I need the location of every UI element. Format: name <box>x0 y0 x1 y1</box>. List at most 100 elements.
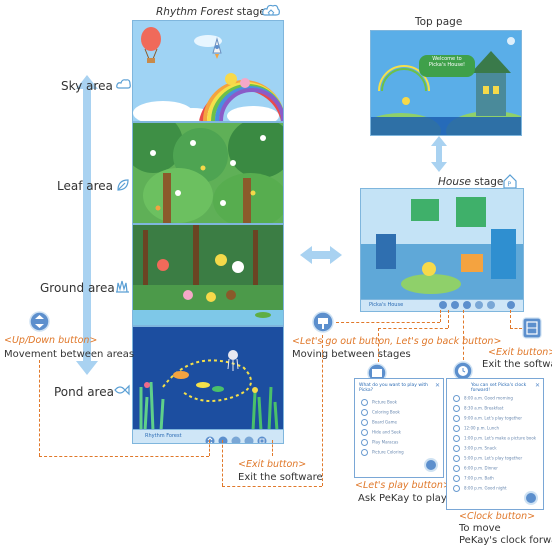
leaf-area-label: Leaf area <box>57 179 114 193</box>
clock-button-label: <Clock button> <box>459 511 536 522</box>
pond-area-panel: Rhythm Forest <box>132 326 284 444</box>
ground-area-panel <box>132 224 284 326</box>
clock-dialog: You can set Picka's clock forward! ✕ 8:0… <box>446 378 544 510</box>
stage-title-rest: stage <box>233 6 266 18</box>
clock-option[interactable]: 8:00 p.m. Good night <box>453 485 507 492</box>
top-page-panel: Welcome to Picka's House! <box>370 30 522 136</box>
toolbar-help-button[interactable] <box>244 431 254 443</box>
clock-option[interactable]: 8:30 a.m. Breakfast <box>453 405 503 412</box>
connector-updown-h <box>39 456 209 457</box>
leaf-icon <box>117 179 129 191</box>
play-option[interactable]: Play Maracas <box>361 439 398 446</box>
house-play-button[interactable] <box>451 301 459 309</box>
cloud-home-icon <box>262 4 280 16</box>
rhythm-forest-stage-title: Rhythm Forest stage <box>156 6 266 18</box>
house-clock-button[interactable] <box>463 301 471 309</box>
play-dialog-heading: What do you want to play with Picka? <box>359 383 428 394</box>
vertical-double-arrow-icon <box>76 75 98 375</box>
house-stage-title: House stage <box>438 176 503 188</box>
updown-button-icon[interactable] <box>29 311 50 332</box>
play-option[interactable]: Coloring Book <box>361 409 400 416</box>
connector-house-clock <box>463 310 464 360</box>
house-settings-button[interactable] <box>487 301 495 309</box>
clock-option[interactable]: 7:00 p.m. Bath <box>453 475 494 482</box>
updown-button-label: <Up/Down button> <box>4 335 98 346</box>
connector-goback-v <box>222 440 223 486</box>
toolbar-brand: Rhythm Forest <box>145 433 182 439</box>
play-option[interactable]: Picture Coloring <box>361 449 404 456</box>
ground-area-label: Ground area <box>40 281 115 295</box>
clock-button-icon[interactable] <box>453 361 473 381</box>
house-help-button[interactable] <box>475 301 483 309</box>
toolbar-updown-button[interactable] <box>205 431 215 443</box>
goout-button-label: <Let's go out button, Let's go back butt… <box>292 336 502 347</box>
rhythm-forest-toolbar: Rhythm Forest <box>133 429 283 443</box>
play-button-desc: Ask PeKay to play. <box>358 493 449 504</box>
vertical-small-double-arrow-icon <box>431 136 447 172</box>
cloud-icon <box>116 79 131 89</box>
clock-option[interactable]: 9:00 a.m. Let's play together <box>453 415 522 422</box>
play-ok-button[interactable] <box>424 458 438 472</box>
play-dialog: What do you want to play with Picka? ✕ P… <box>354 378 444 478</box>
play-option[interactable]: Hide and Seek <box>361 429 401 436</box>
sky-area-label: Sky area <box>61 79 113 93</box>
play-option[interactable]: Board Game <box>361 419 397 426</box>
connector-house-play-v <box>448 310 449 328</box>
play-button-label: <Let's play button> <box>355 480 451 491</box>
connector-house-play-h <box>378 328 448 329</box>
connector-house-goout-v <box>440 310 441 322</box>
welcome-line1: Welcome to <box>432 56 462 62</box>
clock-option[interactable]: 8:00 a.m. Good morning <box>453 395 513 402</box>
top-page-title: Top page <box>415 16 463 28</box>
stage-title-italic: Rhythm Forest <box>156 6 234 18</box>
connector-goback-h <box>222 486 322 487</box>
sky-area-panel <box>132 20 284 122</box>
exit-bottom-label: <Exit button> <box>238 459 307 470</box>
top-page-settings-icon[interactable] <box>507 37 515 45</box>
clock-desc-line2: PeKay's clock forward <box>459 535 552 546</box>
svg-text:P: P <box>508 181 512 188</box>
clock-option[interactable]: 5:00 p.m. Let's play together <box>453 455 522 462</box>
play-option[interactable]: Picture Book <box>361 399 397 406</box>
toolbar-goback-button[interactable] <box>218 431 228 443</box>
updown-button-desc: Movement between areas <box>4 349 135 360</box>
fish-icon <box>114 384 130 396</box>
clock-option[interactable]: 12:00 p.m. Lunch <box>453 425 499 432</box>
exit-right-label: <Exit button> <box>488 347 552 358</box>
connector-house-exit-h <box>510 328 522 329</box>
house-brand: Picka's House <box>369 302 404 308</box>
exit-bottom-desc: Exit the software <box>238 472 323 483</box>
connector-updown-v <box>209 440 210 456</box>
house-icon: P <box>503 174 517 189</box>
exit-button-icon[interactable] <box>522 317 542 339</box>
connector-exit-v <box>272 440 273 456</box>
connector-updown <box>39 360 40 456</box>
clock-option[interactable]: 6:00 p.m. Dinner <box>453 465 498 472</box>
play-close-icon[interactable]: ✕ <box>434 382 440 389</box>
grass-icon <box>116 280 129 293</box>
house-stage-panel: Picka's House <box>360 188 524 312</box>
pond-area-label: Pond area <box>54 385 114 399</box>
goout-button-icon[interactable] <box>312 311 334 333</box>
connector-goback-up <box>322 335 323 486</box>
clock-option[interactable]: 3:00 p.m. Snack <box>453 445 497 452</box>
clock-close-icon[interactable]: ✕ <box>534 382 540 389</box>
horizontal-double-arrow-icon <box>300 246 342 264</box>
connector-house-exit-v <box>510 310 511 328</box>
toolbar-exit-button[interactable] <box>257 431 267 443</box>
house-goout-button[interactable] <box>439 301 447 309</box>
house-title-italic: House <box>438 176 471 188</box>
house-exit-button[interactable] <box>507 301 515 309</box>
clock-dialog-heading: You can set Picka's clock forward! <box>471 383 527 394</box>
clock-ok-button[interactable] <box>524 491 538 505</box>
exit-right-desc: Exit the software <box>482 359 552 370</box>
house-title-rest: stage <box>470 176 504 188</box>
house-toolbar: Picka's House <box>361 299 523 311</box>
connector-house-play-down <box>378 328 379 362</box>
leaf-area-panel <box>132 122 284 224</box>
welcome-line2: Picka's House! <box>428 61 466 68</box>
toolbar-play-button[interactable] <box>231 431 241 443</box>
clock-desc-line1: To move <box>459 523 501 534</box>
clock-option[interactable]: 1:00 p.m. Let's make a picture book <box>453 435 536 442</box>
goout-button-desc: Moving between stages <box>292 349 411 360</box>
